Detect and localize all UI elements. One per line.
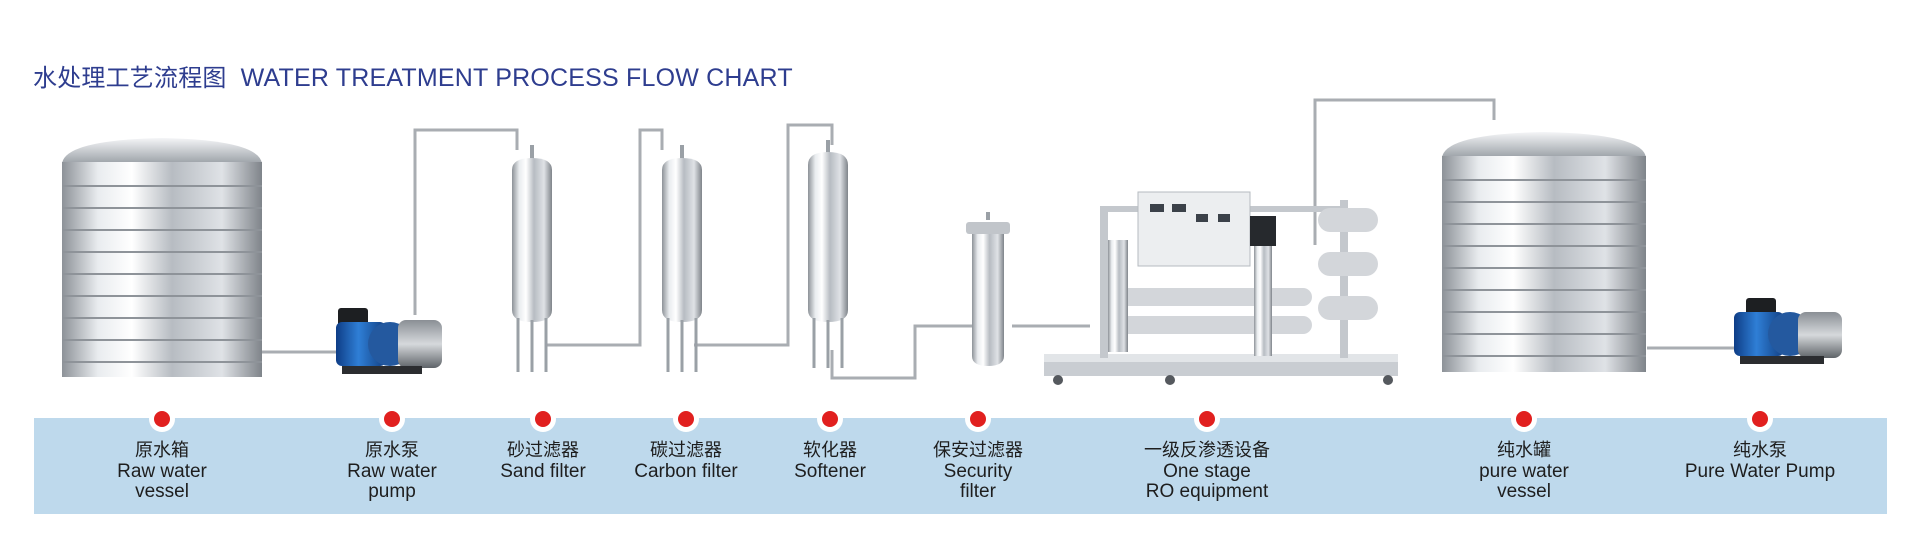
- step-label-cn: 原水泵: [365, 440, 419, 461]
- raw-water-pump-drawing: [336, 308, 442, 374]
- step-label-en: One stage: [1163, 461, 1251, 482]
- title-en: WATER TREATMENT PROCESS FLOW CHART: [240, 64, 793, 92]
- step-label-en: Security: [943, 461, 1013, 482]
- step-label-en: filter: [960, 481, 996, 502]
- step-label-en: vessel: [1497, 481, 1551, 502]
- security-filter-drawing: [966, 212, 1010, 366]
- step-marker: [965, 406, 991, 432]
- softener-drawing: [808, 140, 848, 368]
- step-label-en: Pure Water Pump: [1684, 461, 1836, 482]
- pure-water-pump-drawing: [1734, 298, 1842, 364]
- step-label-en: Raw water: [117, 461, 207, 482]
- step-marker: [379, 406, 405, 432]
- step-marker: [530, 406, 556, 432]
- step-marker: [817, 406, 843, 432]
- title-cn: 水处理工艺流程图: [33, 64, 227, 92]
- step-label-cn: 纯水泵: [1732, 440, 1787, 461]
- step-label-cn: 原水箱: [135, 440, 189, 461]
- step-marker: [673, 406, 699, 432]
- step-label-cn: 软化器: [802, 440, 857, 461]
- carbon-filter-drawing: [662, 145, 702, 372]
- step-label-en: pump: [368, 481, 416, 502]
- step-label-en: Carbon filter: [634, 461, 738, 482]
- step-label-en: Raw water: [347, 461, 437, 482]
- step-label-en: RO equipment: [1145, 481, 1269, 502]
- step-label-en: pure water: [1479, 461, 1569, 482]
- step-label-en: vessel: [135, 481, 189, 502]
- step-label-cn: 纯水罐: [1497, 440, 1551, 461]
- label-band: [34, 418, 1887, 514]
- step-marker: [1747, 406, 1773, 432]
- piping: [262, 98, 1738, 380]
- step-label-cn: 一级反渗透设备: [1144, 440, 1270, 461]
- sand-filter-drawing: [512, 145, 552, 372]
- page-title: 水处理工艺流程图 WATER TREATMENT PROCESS FLOW CHA…: [33, 58, 793, 93]
- step-marker: [1511, 406, 1537, 432]
- step-marker: [149, 406, 175, 432]
- raw-water-vessel-drawing: [62, 138, 262, 377]
- step-label-cn: 碳过滤器: [650, 440, 722, 461]
- step-label-en: Softener: [794, 461, 866, 482]
- step-label-cn: 砂过滤器: [506, 440, 579, 461]
- ro-equipment-drawing: [1044, 191, 1398, 385]
- step-marker: [1194, 406, 1220, 432]
- step-label-en: Sand filter: [500, 461, 586, 482]
- step-label-cn: 保安过滤器: [933, 440, 1023, 461]
- pure-water-vessel-drawing: [1442, 132, 1646, 372]
